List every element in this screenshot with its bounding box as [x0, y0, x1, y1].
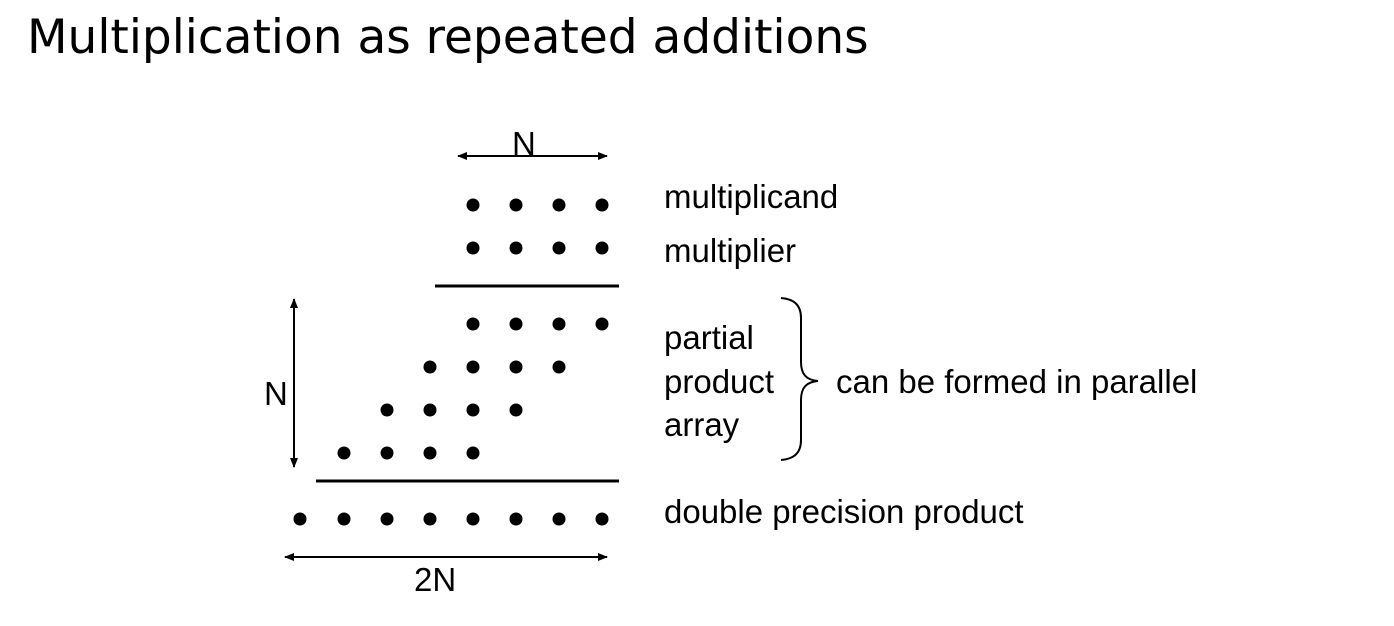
partial-row-4-dot-3 [423, 446, 437, 460]
partial-row-4 [337, 446, 480, 460]
product-label: double precision product [664, 493, 1024, 530]
parallel-note-label: can be formed in parallel [836, 363, 1198, 400]
partial-row-4-dot-2 [380, 446, 394, 460]
multiplier-row-dot-4 [595, 241, 609, 255]
partial-row-3-dot-2 [423, 403, 437, 417]
product-row-dot-5 [466, 512, 480, 526]
product-row-dot-6 [509, 512, 523, 526]
partial-row-2 [423, 360, 566, 374]
partial-row-4-dot-1 [337, 446, 351, 460]
multiplier-row-dot-1 [466, 241, 480, 255]
partial-product-label-line3: array [664, 406, 740, 443]
partial-row-3-dot-1 [380, 403, 394, 417]
partial-row-1-dot-1 [466, 317, 480, 331]
rows-height-label: N [264, 375, 288, 412]
partial-row-2-dot-3 [509, 360, 523, 374]
page-title: Multiplication as repeated additions [27, 10, 869, 65]
partial-row-2-dot-1 [423, 360, 437, 374]
partial-product-label-line1: partial [664, 319, 754, 356]
multiplicand-row-dot-4 [595, 198, 609, 212]
product-row-dot-1 [293, 512, 307, 526]
multiplier-label: multiplier [664, 232, 797, 269]
partial-row-3-dot-3 [466, 403, 480, 417]
multiplicand-label: multiplicand [664, 178, 839, 215]
partial-product-label-line2: product [664, 363, 775, 400]
multiplier-row-dot-3 [552, 241, 566, 255]
product-row-dot-3 [380, 512, 394, 526]
top-width-label: N [512, 125, 536, 162]
dot-rows [293, 198, 609, 526]
product-row-dot-4 [423, 512, 437, 526]
partial-row-1-dot-2 [509, 317, 523, 331]
partial-row-1-dot-4 [595, 317, 609, 331]
product-row-dot-7 [552, 512, 566, 526]
partial-row-2-dot-2 [466, 360, 480, 374]
partial-row-3-dot-4 [509, 403, 523, 417]
multiplicand-row [466, 198, 609, 212]
curly-brace [780, 297, 819, 461]
product-row-dot-2 [337, 512, 351, 526]
multiplier-row [466, 241, 609, 255]
product-row [293, 512, 609, 526]
partial-row-1 [466, 317, 609, 331]
partial-row-4-dot-4 [466, 446, 480, 460]
bottom-width-label: 2N [414, 561, 457, 598]
partial-row-1-dot-3 [552, 317, 566, 331]
partial-row-3 [380, 403, 523, 417]
multiplicand-row-dot-3 [552, 198, 566, 212]
multiplier-row-dot-2 [509, 241, 523, 255]
product-row-dot-8 [595, 512, 609, 526]
multiplicand-row-dot-2 [509, 198, 523, 212]
multiplicand-row-dot-1 [466, 198, 480, 212]
partial-row-2-dot-4 [552, 360, 566, 374]
